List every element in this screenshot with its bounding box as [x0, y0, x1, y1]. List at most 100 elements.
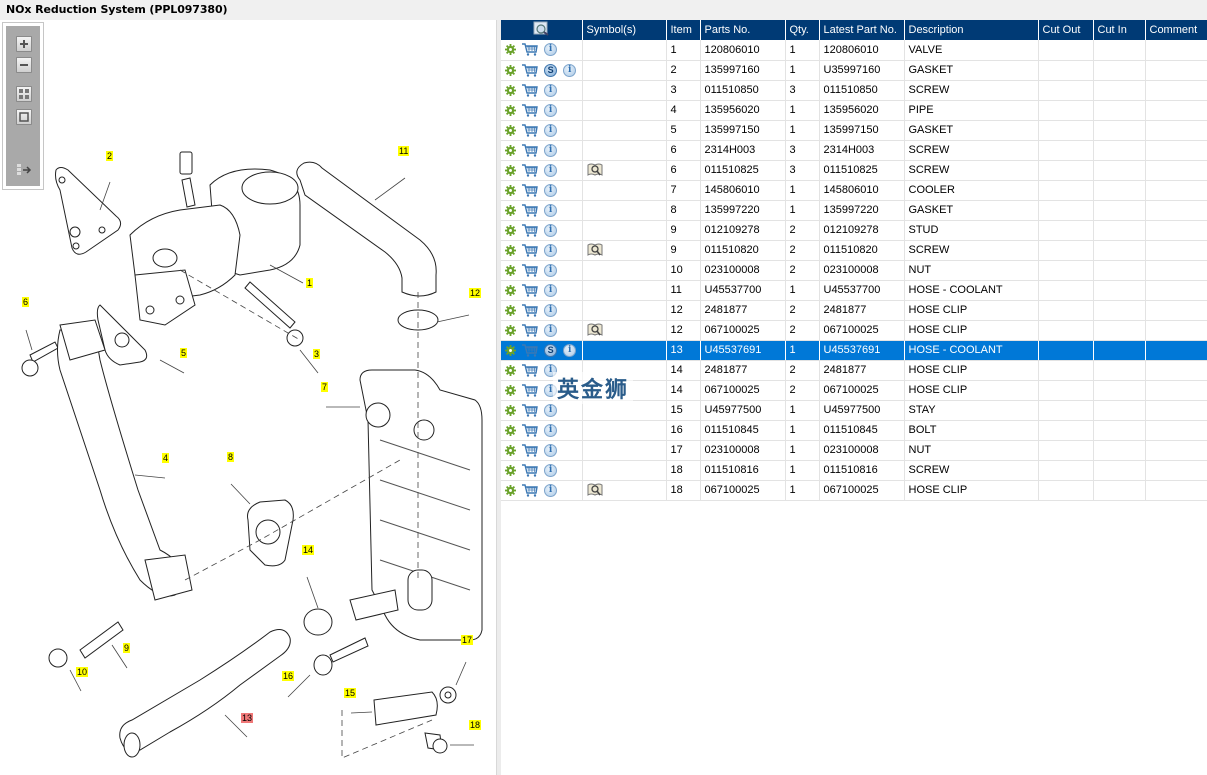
table-row[interactable]: i 18 011510816 1 011510816 SCREW — [501, 460, 1207, 481]
callout-15[interactable]: 15 — [344, 688, 357, 698]
column-header-latest-part-no[interactable]: Latest Part No. — [819, 20, 905, 40]
gear-icon[interactable] — [505, 364, 516, 376]
gear-icon[interactable] — [505, 44, 516, 56]
table-row[interactable]: i 14 067100025 2 067100025 HOSE CLIP — [501, 380, 1207, 401]
cart-icon[interactable] — [522, 323, 538, 337]
column-header-cut-out[interactable]: Cut Out — [1038, 20, 1094, 40]
callout-7[interactable]: 7 — [321, 382, 329, 392]
cart-icon[interactable] — [522, 483, 538, 497]
gear-icon[interactable] — [505, 264, 516, 276]
table-row[interactable]: i 12 067100025 2 067100025 HOSE CLIP — [501, 320, 1207, 341]
cart-icon[interactable] — [522, 143, 538, 157]
callout-8[interactable]: 8 — [227, 452, 235, 462]
book-magnifier-icon[interactable] — [587, 243, 603, 257]
gear-icon[interactable] — [505, 164, 516, 176]
export-button[interactable] — [16, 162, 32, 178]
callout-12[interactable]: 12 — [469, 288, 482, 298]
cart-icon[interactable] — [522, 443, 538, 457]
gear-icon[interactable] — [505, 384, 516, 396]
table-row[interactable]: i 7 145806010 1 145806010 COOLER — [501, 180, 1207, 201]
info-icon[interactable]: i — [563, 343, 577, 357]
info-icon[interactable]: i — [544, 243, 558, 257]
cart-icon[interactable] — [522, 123, 538, 137]
supersession-icon[interactable]: S — [544, 343, 558, 357]
gear-icon[interactable] — [505, 104, 516, 116]
info-icon[interactable]: i — [544, 83, 558, 97]
cart-icon[interactable] — [522, 403, 538, 417]
gear-icon[interactable] — [505, 144, 516, 156]
table-row[interactable]: i 14 2481877 2 2481877 HOSE CLIP — [501, 360, 1207, 381]
gear-icon[interactable] — [505, 124, 516, 136]
cart-icon[interactable] — [522, 363, 538, 377]
callout-9[interactable]: 9 — [123, 643, 131, 653]
table-row[interactable]: i 10 023100008 2 023100008 NUT — [501, 260, 1207, 281]
callout-1[interactable]: 1 — [306, 278, 314, 288]
cart-icon[interactable] — [522, 83, 538, 97]
info-icon[interactable]: i — [544, 203, 558, 217]
supersession-icon[interactable]: S — [544, 63, 558, 77]
gear-icon[interactable] — [505, 324, 516, 336]
gear-icon[interactable] — [505, 304, 516, 316]
info-icon[interactable]: i — [544, 423, 558, 437]
column-header-actions[interactable] — [501, 20, 583, 40]
cart-icon[interactable] — [522, 423, 538, 437]
cart-icon[interactable] — [522, 43, 538, 56]
table-row-selected[interactable]: S i 13 U45537691 1 U45537691 HOSE - COOL… — [501, 340, 1207, 361]
cart-icon[interactable] — [522, 343, 538, 357]
gear-icon[interactable] — [505, 404, 516, 416]
gear-icon[interactable] — [505, 344, 516, 356]
cart-icon[interactable] — [522, 303, 538, 317]
info-icon[interactable]: i — [544, 363, 558, 377]
callout-5[interactable]: 5 — [180, 348, 188, 358]
zoom-out-button[interactable] — [16, 57, 32, 73]
column-header-cut-in[interactable]: Cut In — [1093, 20, 1146, 40]
gear-icon[interactable] — [505, 84, 516, 96]
table-row[interactable]: i 15 U45977500 1 U45977500 STAY — [501, 400, 1207, 421]
fit-all-button[interactable] — [16, 86, 32, 102]
gear-icon[interactable] — [505, 424, 516, 436]
table-row[interactable]: i 9 011510820 2 011510820 SCREW — [501, 240, 1207, 261]
gear-icon[interactable] — [505, 484, 516, 496]
table-row[interactable]: i 6 2314H003 3 2314H003 SCREW — [501, 140, 1207, 161]
info-icon[interactable]: i — [544, 403, 558, 417]
cart-icon[interactable] — [522, 163, 538, 177]
gear-icon[interactable] — [505, 204, 516, 216]
diagram-pane[interactable]: 1 2 3 4 5 6 7 8 9 10 11 12 13 14 15 16 1… — [0, 20, 496, 775]
table-row[interactable]: i 3 011510850 3 011510850 SCREW — [501, 80, 1207, 101]
info-icon[interactable]: i — [544, 383, 558, 397]
gear-icon[interactable] — [505, 464, 516, 476]
table-row[interactable]: S i 2 135997160 1 U35997160 GASKET — [501, 60, 1207, 81]
callout-6[interactable]: 6 — [22, 297, 30, 307]
info-icon[interactable]: i — [544, 283, 558, 297]
cart-icon[interactable] — [522, 203, 538, 217]
info-icon[interactable]: i — [544, 463, 558, 477]
gear-icon[interactable] — [505, 284, 516, 296]
table-row[interactable]: i 16 011510845 1 011510845 BOLT — [501, 420, 1207, 441]
cart-icon[interactable] — [522, 283, 538, 297]
info-icon[interactable]: i — [544, 43, 558, 57]
gear-icon[interactable] — [505, 64, 516, 76]
cart-icon[interactable] — [522, 243, 538, 257]
book-magnifier-icon[interactable] — [587, 323, 603, 337]
info-icon[interactable]: i — [544, 323, 558, 337]
cart-icon[interactable] — [522, 223, 538, 237]
table-row[interactable]: i 17 023100008 1 023100008 NUT — [501, 440, 1207, 461]
table-row[interactable]: i 6 011510825 3 011510825 SCREW — [501, 160, 1207, 181]
callout-2[interactable]: 2 — [106, 151, 114, 161]
actual-size-button[interactable] — [16, 109, 32, 125]
column-header-comment[interactable]: Comment — [1145, 20, 1207, 40]
info-icon[interactable]: i — [544, 443, 558, 457]
callout-3[interactable]: 3 — [313, 349, 321, 359]
cart-icon[interactable] — [522, 463, 538, 477]
table-row[interactable]: i 8 135997220 1 135997220 GASKET — [501, 200, 1207, 221]
zoom-in-button[interactable] — [16, 36, 32, 52]
table-row[interactable]: i 5 135997150 1 135997150 GASKET — [501, 120, 1207, 141]
info-icon[interactable]: i — [544, 183, 558, 197]
table-row[interactable]: i 11 U45537700 1 U45537700 HOSE - COOLAN… — [501, 280, 1207, 301]
callout-14[interactable]: 14 — [302, 545, 315, 555]
info-icon[interactable]: i — [544, 143, 558, 157]
book-magnifier-icon[interactable] — [587, 163, 603, 177]
callout-17[interactable]: 17 — [461, 635, 474, 645]
column-header-parts-no[interactable]: Parts No. — [700, 20, 786, 40]
callout-13[interactable]: 13 — [241, 713, 254, 723]
